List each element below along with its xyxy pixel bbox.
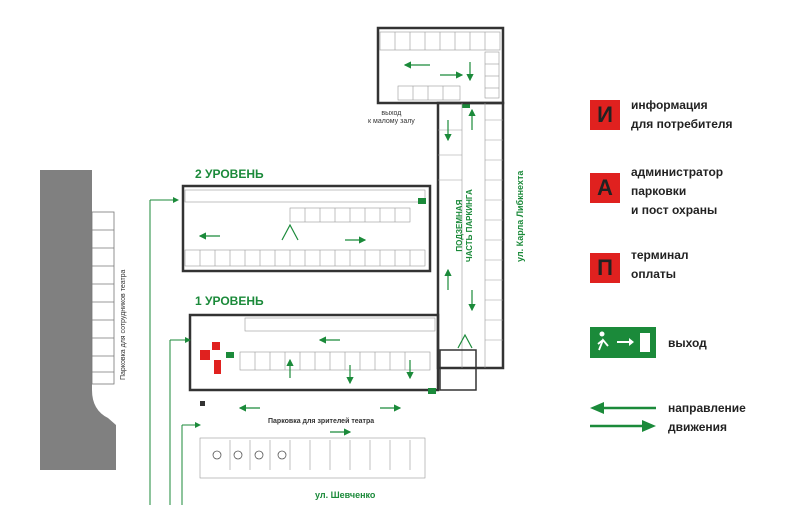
terminal-badge: П <box>590 253 620 283</box>
staff-parking-label: Парковка для сотрудников театра <box>120 269 127 380</box>
level-1-floor <box>188 313 477 394</box>
admin-legend-text: администратор парковки и пост охраны <box>631 165 724 217</box>
viewers-parking <box>169 337 426 505</box>
level-2-floor <box>149 184 432 505</box>
arrow-left-icon <box>590 402 656 414</box>
disabled-parking-icon <box>212 450 287 460</box>
exit-sign-icon <box>590 327 656 358</box>
street-shevchenko-label: ул. Шевченко <box>315 490 376 500</box>
underground-label: ПОДЗЕМНАЯ ЧАСТЬ ПАРКИНГА <box>455 189 474 262</box>
admin-badge: А <box>590 173 620 203</box>
arrow-right-icon <box>590 420 656 432</box>
info-legend-text: информация для потребителя <box>631 98 733 131</box>
level-2-label: 2 УРОВЕНЬ <box>195 167 264 181</box>
direction-legend-text: направление движения <box>668 401 746 434</box>
staff-parking-stalls <box>91 211 115 385</box>
street-karla-label: ул. Карла Либкнехта <box>515 170 525 262</box>
info-badge: И <box>590 100 620 130</box>
level-1-label: 1 УРОВЕНЬ <box>195 294 264 308</box>
exit-legend-text: выход <box>668 336 707 350</box>
exit-small-hall-label: выход к малому залу <box>368 110 415 125</box>
terminal-legend-text: терминал оплаты <box>631 248 689 281</box>
top-block <box>376 26 505 108</box>
theatre-building <box>40 170 116 470</box>
ramp-corridor <box>436 101 505 370</box>
viewers-parking-label: Парковка для зрителей театра <box>268 418 375 425</box>
